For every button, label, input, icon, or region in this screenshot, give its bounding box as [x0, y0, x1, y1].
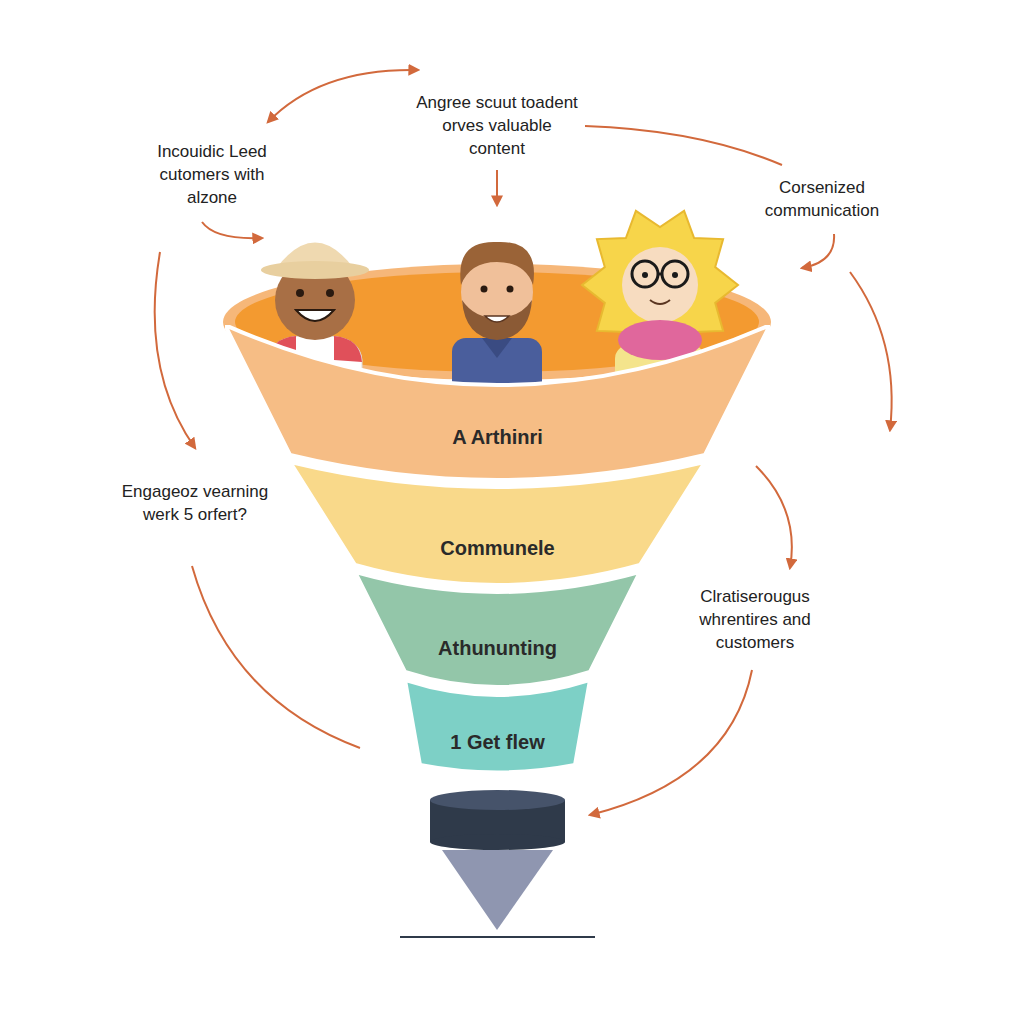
collar	[482, 338, 512, 358]
curved-arrow	[850, 272, 892, 430]
band-label: A Arthinri	[225, 425, 770, 449]
band-outline	[405, 680, 590, 773]
curved-line	[192, 566, 360, 748]
smile	[650, 300, 670, 304]
eye	[296, 289, 304, 297]
eye	[672, 272, 678, 278]
glasses	[662, 261, 688, 287]
eye	[481, 286, 488, 293]
funnel-band: Athununting	[355, 572, 640, 695]
glasses-bridge	[658, 273, 662, 276]
band-label: Athununting	[355, 636, 640, 660]
callout-text: Clratiserougus whrentires and customers	[680, 585, 830, 654]
band-outline	[355, 572, 640, 687]
curved-arrow	[756, 466, 792, 568]
band-outline	[290, 462, 705, 585]
band-shape	[355, 572, 640, 695]
glasses	[632, 261, 658, 287]
band-label: 1 Get flew	[405, 730, 590, 754]
band-shape	[405, 680, 590, 780]
eye	[507, 286, 514, 293]
band-label: Communele	[290, 536, 705, 560]
callout-text: Corsenized communication	[747, 176, 897, 222]
funnel-spout	[400, 790, 595, 937]
cylinder-top	[430, 790, 565, 810]
smile	[485, 316, 509, 322]
hair	[460, 242, 534, 285]
callout-text: Angree scuut toadent orves valuable cont…	[412, 91, 582, 160]
curved-arrow	[268, 70, 418, 122]
curved-arrow	[802, 234, 834, 268]
face	[622, 247, 698, 323]
cone	[442, 850, 553, 930]
band-outline	[225, 325, 770, 480]
down-arrow	[496, 170, 498, 205]
funnel-band: A Arthinri	[225, 325, 770, 485]
cylinder-base	[430, 834, 565, 850]
beard	[462, 300, 532, 340]
band-shape	[225, 325, 770, 485]
sleeve	[334, 336, 362, 362]
hair	[582, 211, 738, 359]
curved-arrow	[155, 252, 195, 448]
funnel-band: 1 Get flew	[405, 680, 590, 780]
curved-line	[585, 126, 782, 165]
eye	[326, 289, 334, 297]
hat-brim	[261, 261, 369, 279]
curved-arrow	[590, 670, 752, 815]
callout-text: Incouidic Leed cutomers with alzone	[147, 140, 277, 209]
smile	[296, 310, 334, 321]
curved-arrow	[202, 222, 262, 238]
callout-text: Engageoz vearning werk 5 orfert?	[120, 480, 270, 526]
base-line	[400, 936, 595, 938]
band-shape	[290, 455, 705, 590]
eye	[642, 272, 648, 278]
funnel-band: Communele	[290, 455, 705, 590]
